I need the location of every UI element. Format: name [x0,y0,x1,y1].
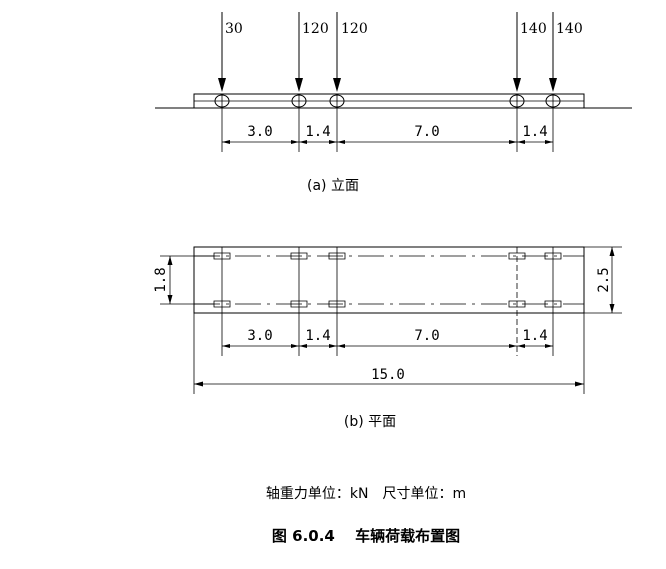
elev-dim-4: 1.4 [522,124,547,140]
plan-dim-2: 1.4 [305,328,330,344]
total-length-label: 15.0 [371,367,405,383]
axle-1: 30 [215,12,243,108]
plan-view: 3.0 1.4 7.0 1.4 15.0 1.8 2.5 (b) 平面 [153,247,622,430]
arrowhead-2 [295,78,303,92]
plan-caption: (b) 平面 [344,414,396,430]
vehicle-plan-outline [194,247,584,313]
load-label-5: 140 [556,21,583,37]
figure-title: 图 6.0.4 车辆荷载布置图 [272,527,460,545]
units-note: 轴重力单位：kN 尺寸单位：m [266,486,466,502]
dim-arrow [222,140,553,144]
vehicle-width-label: 2.5 [596,267,612,292]
arrowhead-3 [333,78,341,92]
elevation-view: 30 120 120 140 [155,12,632,194]
plan-dim-1: 3.0 [247,328,272,344]
load-label-4: 140 [520,21,547,37]
axle-2: 120 [292,12,329,108]
arrowhead-5 [549,78,557,92]
arrowhead-1 [218,78,226,92]
arrowhead-4 [513,78,521,92]
elev-dim-3: 7.0 [414,124,439,140]
elevation-dimensions: 3.0 1.4 7.0 1.4 [222,108,553,152]
axle-5: 140 [546,12,583,108]
dim-arrow [222,344,553,348]
plan-dim-3: 7.0 [414,328,439,344]
wheel-gauge-label: 1.8 [153,267,169,292]
axle-4: 140 [510,12,547,108]
plan-dim-4: 1.4 [522,328,547,344]
load-label-3: 120 [341,21,368,37]
elevation-caption: (a) 立面 [307,178,359,194]
load-label-1: 30 [225,21,243,37]
load-label-2: 120 [302,21,329,37]
elev-dim-2: 1.4 [305,124,330,140]
elev-dim-1: 3.0 [247,124,272,140]
axle-3: 120 [330,12,368,108]
